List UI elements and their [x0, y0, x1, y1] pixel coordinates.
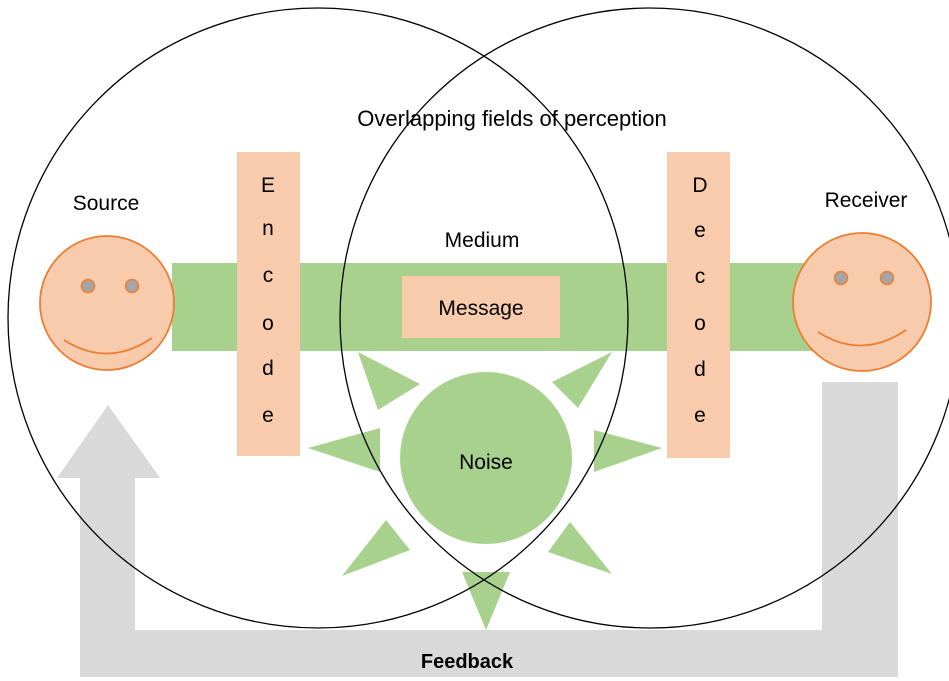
decode-letter: d [694, 358, 706, 381]
noise-ray [358, 352, 420, 410]
smile-icon [63, 337, 153, 355]
smile-icon [817, 329, 907, 347]
source-face [39, 235, 175, 371]
noise-ray [552, 352, 612, 408]
feedback-label: Feedback [421, 651, 514, 673]
message-label: Message [438, 297, 523, 320]
decode-letter: e [694, 219, 706, 242]
noise-ray [308, 428, 380, 472]
decode-letter: o [694, 312, 706, 335]
receiver-label: Receiver [825, 189, 908, 212]
encode-letters: E n c o d e [261, 174, 275, 427]
overlap-label: Overlapping fields of perception [357, 106, 666, 131]
eye-icon [879, 270, 895, 286]
encode-letter: c [263, 264, 274, 287]
noise-ray [342, 520, 410, 576]
encode-letter: d [262, 357, 274, 380]
noise-label: Noise [459, 451, 513, 474]
decode-box [667, 152, 730, 458]
encode-letter: n [262, 217, 274, 240]
noise-ray [548, 522, 612, 574]
eye-icon [124, 278, 140, 294]
encode-letter: o [262, 312, 274, 335]
source-label: Source [73, 192, 140, 215]
decode-letter: D [692, 174, 707, 197]
encode-box [237, 152, 300, 456]
feedback-arrow [57, 382, 898, 677]
medium-label: Medium [445, 229, 520, 252]
noise-circle [400, 372, 572, 544]
encode-letter: e [262, 404, 274, 427]
source-perception-circle [7, 7, 629, 629]
message-box [402, 276, 560, 338]
encode-letter: E [261, 174, 275, 197]
noise-ray [594, 430, 662, 472]
decode-letters: D e c o d e [692, 174, 707, 427]
eye-icon [833, 270, 849, 286]
eye-icon [80, 278, 96, 294]
receiver-perception-circle [339, 7, 949, 629]
receiver-face [792, 232, 932, 372]
decode-letter: c [695, 265, 706, 288]
decode-letter: e [694, 404, 706, 427]
